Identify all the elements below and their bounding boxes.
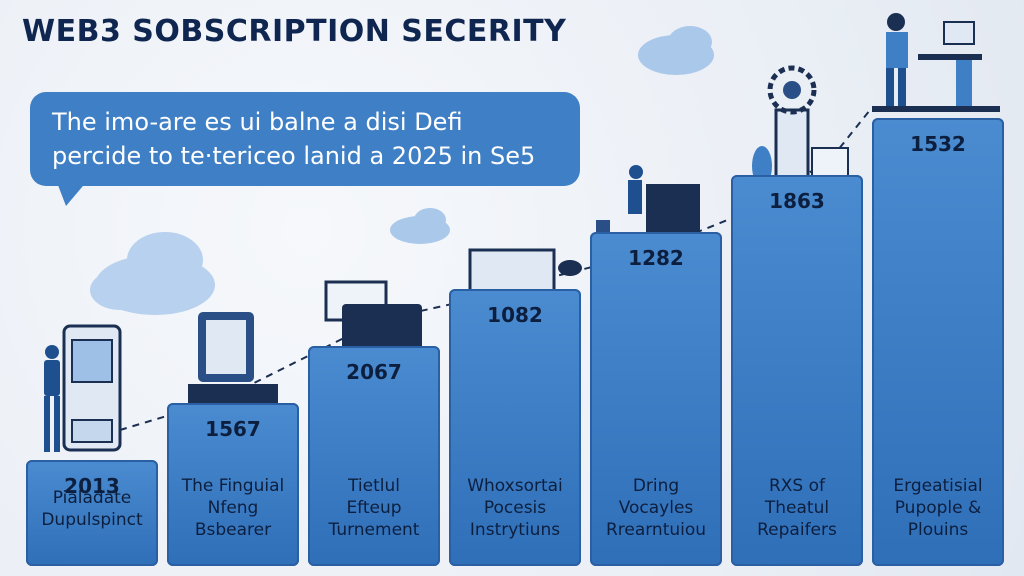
bar-value-label: 1282	[628, 246, 684, 270]
bar-category-label: Instrytiuns	[469, 520, 561, 540]
bar-category-label: RXS of	[768, 476, 826, 496]
bar-value-label: 1532	[910, 132, 966, 156]
bar-category-label: Turnement	[328, 520, 420, 540]
bar-category-label: Whoxsortai	[467, 476, 563, 496]
cloud-icon	[390, 208, 450, 244]
bar-category-label: Dupulspinct	[41, 510, 143, 530]
callout-line-2: percide to te·tericеo lanid a 2025 in Se…	[52, 142, 536, 170]
bar-value-label: 1082	[487, 303, 543, 327]
cloud-icon	[90, 232, 215, 315]
bar-category-label: Pupople &	[894, 498, 982, 518]
bar-category-label: Rrearntuiou	[605, 520, 707, 540]
cloud-icon	[638, 26, 714, 75]
bar-category-label: Plouins	[907, 520, 969, 540]
bar-category-label: Tietlul	[348, 476, 400, 496]
tablet-icon	[188, 312, 278, 410]
atm-machine-icon	[62, 324, 122, 452]
bar-value-label: 2067	[346, 360, 402, 384]
bar-category-label: Pocesis	[483, 498, 547, 518]
bar-category-label: The Finguial	[181, 476, 285, 496]
bar-category-label: Theatul	[764, 498, 830, 518]
gear-icon	[767, 65, 817, 115]
bar-category-label: Ergeatisial	[893, 476, 983, 496]
callout-bubble: The imo-are es ui balne a disi Defi perc…	[30, 92, 580, 186]
callout-line-1: The imo-are es ui balne a disi Defi	[52, 108, 463, 136]
bar-category-label: Vocayles	[618, 498, 694, 518]
bar-category-label: Efteup	[346, 498, 402, 518]
bar-value-label: 1567	[205, 417, 261, 441]
bar-category-label: Nfeng	[207, 498, 259, 518]
bar-category-label: Dring	[632, 476, 680, 496]
bar-category-label: Bsbearer	[194, 520, 272, 540]
bar-value-label: 1863	[769, 189, 825, 213]
monitor-icon	[324, 280, 422, 358]
bar-category-label: Repaifers	[757, 520, 837, 540]
page-title: WEB3 SOBSCRIPTION SECERITY	[22, 14, 567, 49]
bar-category-label: Pialadate	[52, 488, 132, 508]
bar-value-label: 2013	[64, 474, 120, 498]
person-at-desk-icon	[872, 13, 1000, 112]
person-icon	[44, 345, 60, 452]
